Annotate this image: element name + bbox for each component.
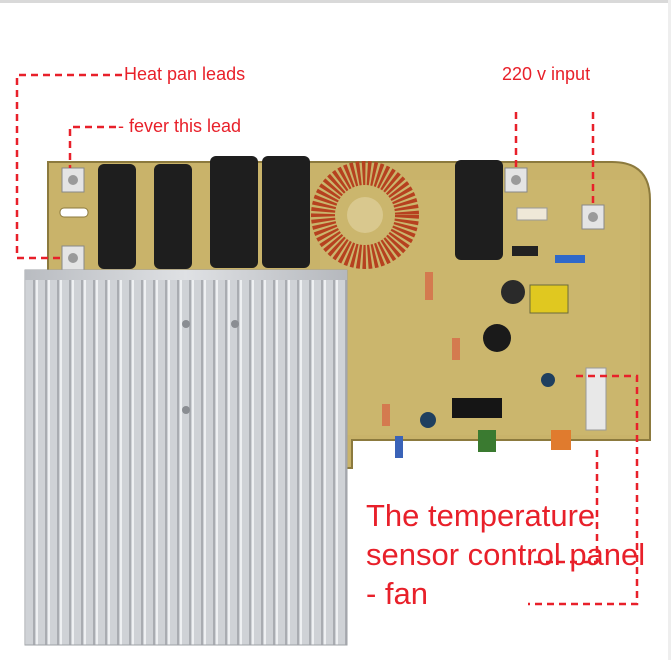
leader-sensor-inner bbox=[528, 450, 599, 564]
board-slot bbox=[59, 207, 89, 218]
green-component bbox=[478, 430, 496, 452]
capacitor-2 bbox=[154, 164, 192, 269]
heatsink-top-plate bbox=[25, 270, 347, 280]
capacitor-1 bbox=[98, 164, 136, 269]
small-cap-1 bbox=[420, 412, 436, 428]
heatsink-screw-2 bbox=[231, 320, 239, 328]
resistor-2 bbox=[555, 255, 585, 263]
leader-lines bbox=[15, 73, 639, 606]
black-part bbox=[512, 246, 538, 256]
resistor-1 bbox=[425, 272, 433, 300]
label-220v-input: 220 v input bbox=[502, 64, 591, 84]
label-temp-line-2: sensor control panel bbox=[366, 537, 646, 572]
resistor-5 bbox=[395, 436, 403, 458]
capacitor-4 bbox=[262, 156, 310, 268]
terminal-bottom-left bbox=[61, 245, 85, 271]
connector-block bbox=[585, 367, 607, 431]
label-temp-line-3: - fan bbox=[366, 576, 429, 611]
toroid-core bbox=[347, 197, 383, 233]
ic-chip bbox=[452, 398, 502, 418]
label-heat-pan-leads: Heat pan leads bbox=[124, 64, 246, 84]
capacitor-5 bbox=[455, 160, 503, 260]
label-temp-line-1: The temperature bbox=[366, 498, 596, 533]
leader-sensor-box bbox=[528, 374, 639, 606]
label-temperature-sensor: The temperature sensor control panel - f… bbox=[366, 496, 666, 613]
resistor-4 bbox=[382, 404, 390, 426]
yellow-transformer bbox=[529, 284, 569, 314]
terminal-input-left bbox=[504, 167, 528, 193]
toroid-coil bbox=[311, 161, 419, 269]
terminal-input-right bbox=[581, 204, 605, 230]
capacitor-3 bbox=[210, 156, 258, 268]
buzzer bbox=[483, 324, 511, 352]
top-frame-line bbox=[0, 0, 671, 3]
electrolytic-cap-1 bbox=[501, 280, 525, 304]
leader-fever bbox=[68, 125, 116, 168]
orange-part bbox=[551, 430, 571, 450]
terminal-top-left bbox=[61, 167, 85, 193]
label-fever-lead: - fever this lead bbox=[118, 116, 242, 136]
leader-heat-pan bbox=[15, 73, 122, 260]
resistor-3 bbox=[452, 338, 460, 360]
white-part bbox=[516, 207, 548, 221]
heatsink bbox=[24, 269, 348, 646]
heatsink-screw-3 bbox=[182, 406, 190, 414]
right-frame-line bbox=[668, 0, 671, 660]
heatsink-screw-1 bbox=[182, 320, 190, 328]
small-cap-2 bbox=[541, 373, 555, 387]
